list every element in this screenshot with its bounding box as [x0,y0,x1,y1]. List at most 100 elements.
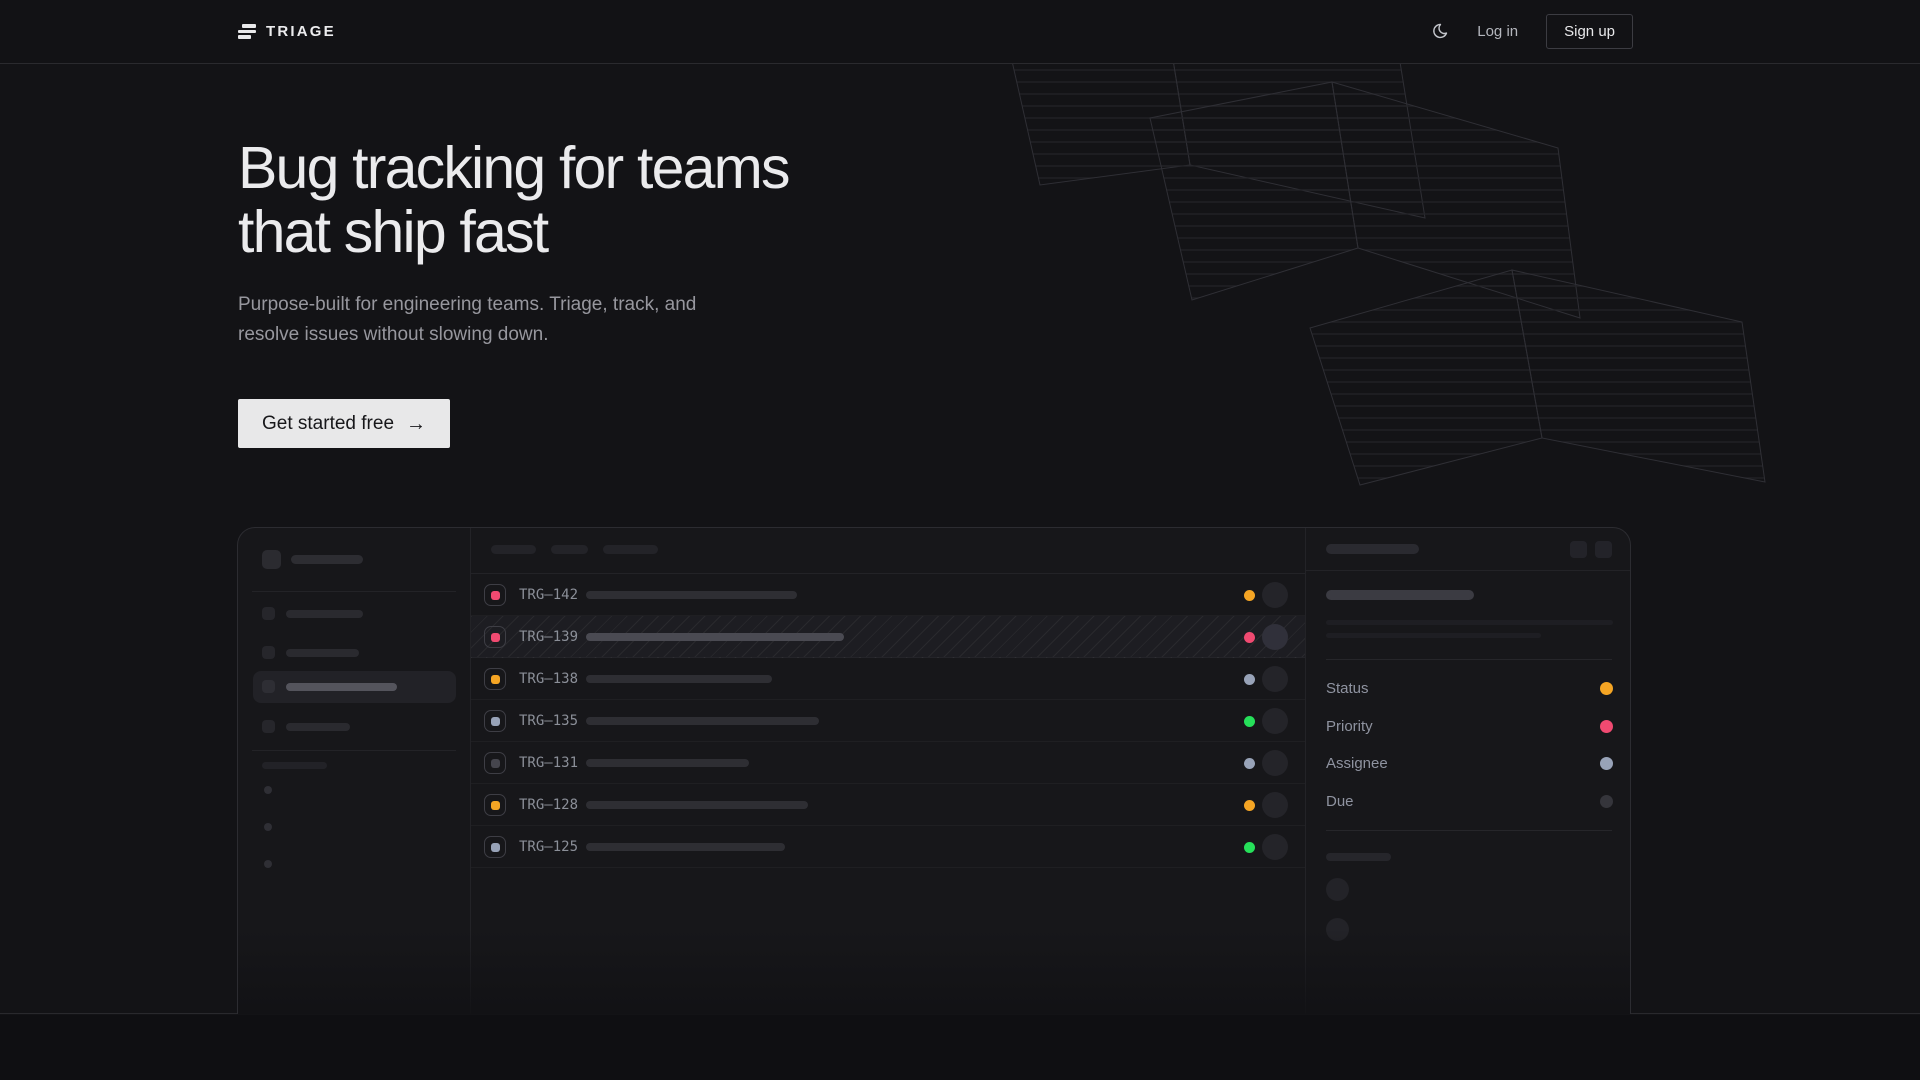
detail-action-button-skeleton [1595,541,1612,558]
detail-header-skeleton [1326,544,1419,554]
issue-title-skeleton [586,759,749,767]
brand-name: TRIAGE [266,23,336,40]
sidebar-skeleton-item [253,607,456,637]
activity-avatar-skeleton [1326,918,1349,941]
theme-toggle-button[interactable] [1430,22,1449,41]
issue-row: TRG–135 [471,700,1305,742]
section-label-skeleton [262,762,327,769]
detail-header [1306,528,1630,571]
hero-subtitle: Purpose-built for engineering teams. Tri… [238,294,697,345]
issue-id: TRG–135 [519,713,579,729]
brand-logo: TRIAGE [238,23,336,40]
filter-tab-skeleton [603,545,658,554]
priority-dot [1244,799,1255,811]
issue-id: TRG–131 [519,755,579,771]
sidebar-skeleton-item-active [253,671,456,703]
issue-title-skeleton [586,675,772,683]
issue-row: TRG–142 [471,574,1305,616]
sidebar-skeleton-item [253,720,456,750]
issue-type-icon [484,668,506,690]
detail-field-dot [1600,757,1613,771]
detail-field-dot [1600,682,1613,696]
issue-id: TRG–138 [519,671,579,687]
issue-title-skeleton [586,843,785,851]
priority-dot [1244,841,1255,853]
detail-field-row: Assignee [1306,745,1630,783]
issue-title-skeleton [586,801,808,809]
detail-title-skeleton [1326,590,1474,600]
issue-id: TRG–125 [519,839,579,855]
detail-text-skeleton [1326,620,1613,625]
priority-dot [1244,757,1255,769]
assignee-avatar [1262,834,1288,860]
divider [252,750,456,751]
issue-title-skeleton [586,717,819,725]
page-title: Bug tracking for teams that ship fast [238,135,790,265]
footer [0,1015,1920,1080]
detail-field-label: Assignee [1326,755,1388,773]
detail-field-row: Status [1306,670,1630,708]
workspace-name-skeleton [291,555,363,564]
list-header [471,528,1305,574]
issue-type-icon [484,836,506,858]
detail-field-label: Due [1326,792,1354,810]
filter-tab-skeleton [491,545,536,554]
sidebar-dot-skeleton [264,823,272,831]
issue-type-icon [484,710,506,732]
sidebar-dot-skeleton [264,786,272,794]
sidebar-dot-skeleton [264,860,272,868]
triage-logo-icon [238,24,256,39]
issue-type-icon [484,626,506,648]
issue-title-skeleton [586,591,797,599]
issue-type-icon [484,794,506,816]
issue-id: TRG–142 [519,587,579,603]
moon-icon [1433,23,1448,39]
issue-row: TRG–131 [471,742,1305,784]
detail-field-row: Due [1306,783,1630,821]
workspace-avatar-skeleton [262,550,281,569]
sidebar-skeleton-item [253,646,456,676]
issue-row: TRG–128 [471,784,1305,826]
issue-row: TRG–125 [471,826,1305,868]
detail-field-label: Priority [1326,717,1373,735]
login-link[interactable]: Log in [1477,23,1519,40]
assignee-avatar [1262,582,1288,608]
detail-field-row: Priority [1306,708,1630,746]
detail-action-button-skeleton [1570,541,1587,558]
issue-row: TRG–139 [471,616,1305,658]
detail-field-dot [1600,719,1613,733]
activity-label-skeleton [1326,853,1391,861]
assignee-avatar [1262,624,1288,650]
issue-id: TRG–139 [519,629,579,645]
detail-text-skeleton [1326,633,1541,638]
divider [1326,659,1612,660]
priority-dot [1244,589,1255,601]
issue-row: TRG–138 [471,658,1305,700]
detail-field-dot [1600,794,1613,808]
issue-type-icon [484,584,506,606]
activity-avatar-skeleton [1326,878,1349,901]
wireframe-decoration [1012,64,1766,486]
get-started-button[interactable]: Get started free → [238,399,451,448]
top-nav: TRIAGE Log in Sign up [0,0,1920,64]
detail-field-label: Status [1326,680,1369,698]
hero-section: Bug tracking for teams that ship fast Pu… [0,64,1920,1014]
assignee-avatar [1262,792,1288,818]
issue-id: TRG–128 [519,797,579,813]
assignee-avatar [1262,708,1288,734]
arrow-right-icon: → [406,412,427,435]
get-started-label: Get started free [262,412,395,434]
signup-button[interactable]: Sign up [1546,14,1633,49]
filter-tab-skeleton [551,545,588,554]
priority-dot [1244,631,1255,643]
issue-title-skeleton [586,633,844,641]
divider [252,591,456,592]
priority-dot [1244,715,1255,727]
issue-type-icon [484,752,506,774]
assignee-avatar [1262,750,1288,776]
mockup-sidebar [238,528,471,1014]
